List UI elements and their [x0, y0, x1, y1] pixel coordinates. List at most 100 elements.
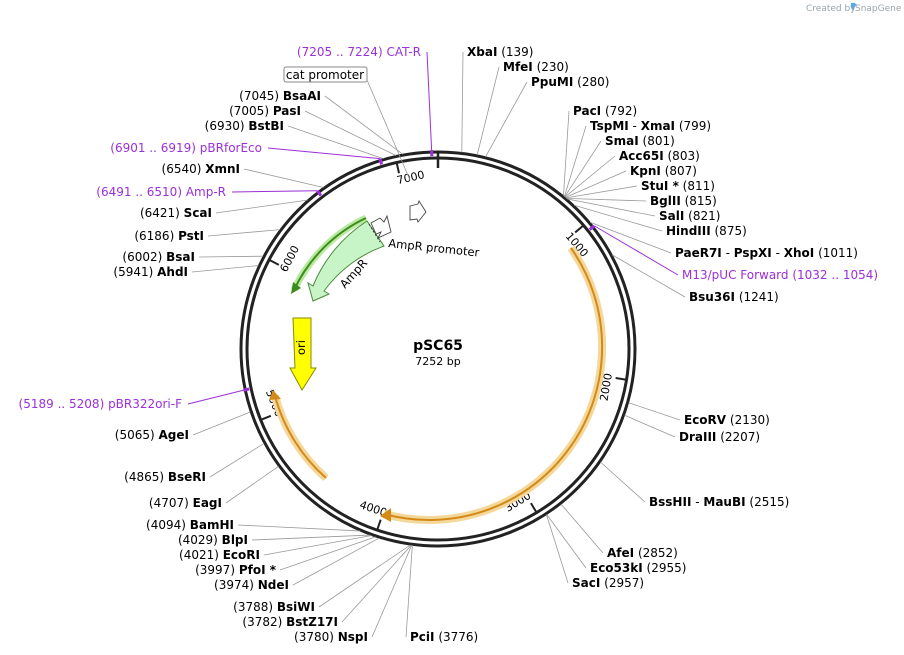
- site-bsaai[interactable]: (7045) BsaAI: [239, 89, 321, 103]
- site-sali[interactable]: SalI (821): [659, 209, 720, 223]
- primer-pbrforeco[interactable]: (6901 .. 6919) pBRforEco: [110, 141, 262, 155]
- svg-text:PpuMI (280): PpuMI (280): [531, 75, 609, 89]
- site-name: XmaI: [641, 119, 675, 133]
- site-name: SalI: [659, 209, 684, 223]
- primer-pbr322ori-f[interactable]: (5189 .. 5208) pBR322ori-F: [19, 397, 183, 411]
- site-ndei[interactable]: (3974) NdeI: [214, 578, 289, 592]
- ori-feature[interactable]: [289, 317, 317, 391]
- svg-text:Eco53kI (2955): Eco53kI (2955): [590, 561, 686, 575]
- site-bstbi[interactable]: (6930) BstBI: [205, 119, 284, 133]
- site-afei[interactable]: AfeI (2852): [607, 546, 678, 560]
- site-nspi[interactable]: (3780) NspI: [294, 630, 368, 644]
- ampr-promoter-label: AmpR promoter: [388, 236, 481, 260]
- site-position: (3788): [233, 600, 277, 614]
- site-name: MfeI: [503, 60, 533, 74]
- site-ecori[interactable]: (4021) EcoRI: [179, 548, 260, 562]
- site-stui[interactable]: StuI * (811): [641, 179, 715, 193]
- svg-text:(7205 .. 7224) CAT-R: (7205 .. 7224) CAT-R: [297, 45, 421, 59]
- svg-text:(3997) PfoI *: (3997) PfoI *: [195, 563, 277, 577]
- site-bsai[interactable]: (6002) BsaI: [122, 250, 195, 264]
- site-eagi[interactable]: (4707) EagI: [149, 496, 222, 510]
- site-bsu36i[interactable]: Bsu36I (1241): [689, 290, 779, 304]
- site-position: (2207): [716, 430, 760, 444]
- orf-arc-small[interactable]: [271, 394, 329, 481]
- cat-arc-arrowhead: [291, 282, 301, 294]
- site-psti[interactable]: (6186) PstI: [134, 229, 204, 243]
- ori-label: ori: [294, 340, 308, 355]
- site-bseri[interactable]: (4865) BseRI: [124, 470, 206, 484]
- site-name: ScaI: [184, 206, 212, 220]
- site-name: Eco53kI: [590, 561, 643, 575]
- site-bsshii[interactable]: BssHII - MauBI (2515): [649, 495, 789, 509]
- site-position: (5065): [115, 428, 159, 442]
- svg-text:(3780) NspI: (3780) NspI: [294, 630, 368, 644]
- tick-mark: [269, 259, 280, 266]
- site-name: BsaAI: [283, 89, 321, 103]
- orf-arc-large[interactable]: [382, 245, 607, 524]
- site-pcii[interactable]: PciI (3776): [410, 630, 478, 644]
- site-name: PacI: [573, 104, 601, 118]
- site-xmni[interactable]: (6540) XmnI: [162, 162, 240, 176]
- svg-text:XbaI (139): XbaI (139): [467, 45, 534, 59]
- site-position: (3782): [242, 615, 286, 629]
- primer-amp-r[interactable]: (6491 .. 6510) Amp-R: [96, 185, 226, 199]
- site-name: PaeR7I: [675, 246, 722, 260]
- site-acc65i[interactable]: Acc65I (803): [619, 149, 700, 163]
- svg-text:(6421) ScaI: (6421) ScaI: [140, 206, 212, 220]
- site-tspmi[interactable]: TspMI - XmaI (799): [590, 119, 711, 133]
- tick-mark: [615, 377, 626, 381]
- site-position: (6186): [134, 229, 178, 243]
- site-saci[interactable]: SacI (2957): [572, 576, 644, 590]
- site-position: (6002): [122, 250, 166, 264]
- ampr-promoter-arrow[interactable]: [409, 199, 427, 223]
- site-draiii[interactable]: DraIII (2207): [679, 430, 760, 444]
- site-position: (6421): [140, 206, 184, 220]
- site-position: (139): [497, 45, 533, 59]
- site-eco53ki[interactable]: Eco53kI (2955): [590, 561, 686, 575]
- svg-text:(6540) XmnI: (6540) XmnI: [162, 162, 240, 176]
- site-pasi[interactable]: (7005) PasI: [229, 104, 301, 118]
- site-paci[interactable]: PacI (792): [573, 104, 637, 118]
- svg-text:BssHII - MauBI (2515): BssHII - MauBI (2515): [649, 495, 789, 509]
- site-ppumi[interactable]: PpuMI (280): [531, 75, 609, 89]
- primer-m13-puc-forward[interactable]: M13/pUC Forward (1032 .. 1054): [682, 268, 878, 282]
- site-smai[interactable]: SmaI (801): [605, 134, 675, 148]
- cat-promoter-box[interactable]: cat promoter: [283, 66, 368, 83]
- orf-arrowhead-small: [269, 390, 281, 400]
- site-mfei[interactable]: MfeI (230): [503, 60, 569, 74]
- ampr-feature[interactable]: [307, 220, 385, 302]
- primer-name: pBR322ori-F: [108, 397, 182, 411]
- site-position: (2130): [726, 413, 770, 427]
- cat-promoter-label: cat promoter: [286, 68, 364, 82]
- site-paer7i[interactable]: PaeR7I - PspXI - XhoI (1011): [675, 246, 858, 260]
- svg-text:(3788) BsiWI: (3788) BsiWI: [233, 600, 315, 614]
- site-xbai[interactable]: XbaI (139): [467, 45, 534, 59]
- site-name: PpuMI: [531, 75, 573, 89]
- site-name: BsiWI: [277, 600, 315, 614]
- cat-promoter-arrow[interactable]: [370, 214, 392, 239]
- site-blpi[interactable]: (4029) BlpI: [178, 533, 248, 547]
- site-agei[interactable]: (5065) AgeI: [115, 428, 189, 442]
- site-hindiii[interactable]: HindIII (875): [666, 224, 747, 238]
- site-scai[interactable]: (6421) ScaI: [140, 206, 212, 220]
- site-position: (4021): [179, 548, 223, 562]
- svg-text:(4865) BseRI: (4865) BseRI: [124, 470, 206, 484]
- site-position: (799): [675, 119, 711, 133]
- ampr-dotted-edge: [368, 223, 381, 243]
- site-name: BlpI: [222, 533, 248, 547]
- primer-cat-r[interactable]: (7205 .. 7224) CAT-R: [297, 45, 421, 59]
- site-kpni[interactable]: KpnI (807): [630, 164, 697, 178]
- site-bsiwi[interactable]: (3788) BsiWI: [233, 600, 315, 614]
- site-bamhi[interactable]: (4094) BamHI: [146, 518, 234, 532]
- site-name: EcoRV: [684, 413, 727, 427]
- site-bglii[interactable]: BglII (815): [650, 194, 717, 208]
- site-position: (2852): [634, 546, 678, 560]
- site-bstz17i[interactable]: (3782) BstZ17I: [242, 615, 338, 629]
- site-position: (230): [533, 60, 569, 74]
- svg-text:(3974) NdeI: (3974) NdeI: [214, 578, 289, 592]
- site-pfoi[interactable]: (3997) PfoI *: [195, 563, 277, 577]
- site-ahdi[interactable]: (5941) AhdI: [113, 265, 188, 279]
- svg-text:Acc65I (803): Acc65I (803): [619, 149, 700, 163]
- plasmid-name: pSC65: [413, 338, 463, 354]
- site-ecorv[interactable]: EcoRV (2130): [684, 413, 770, 427]
